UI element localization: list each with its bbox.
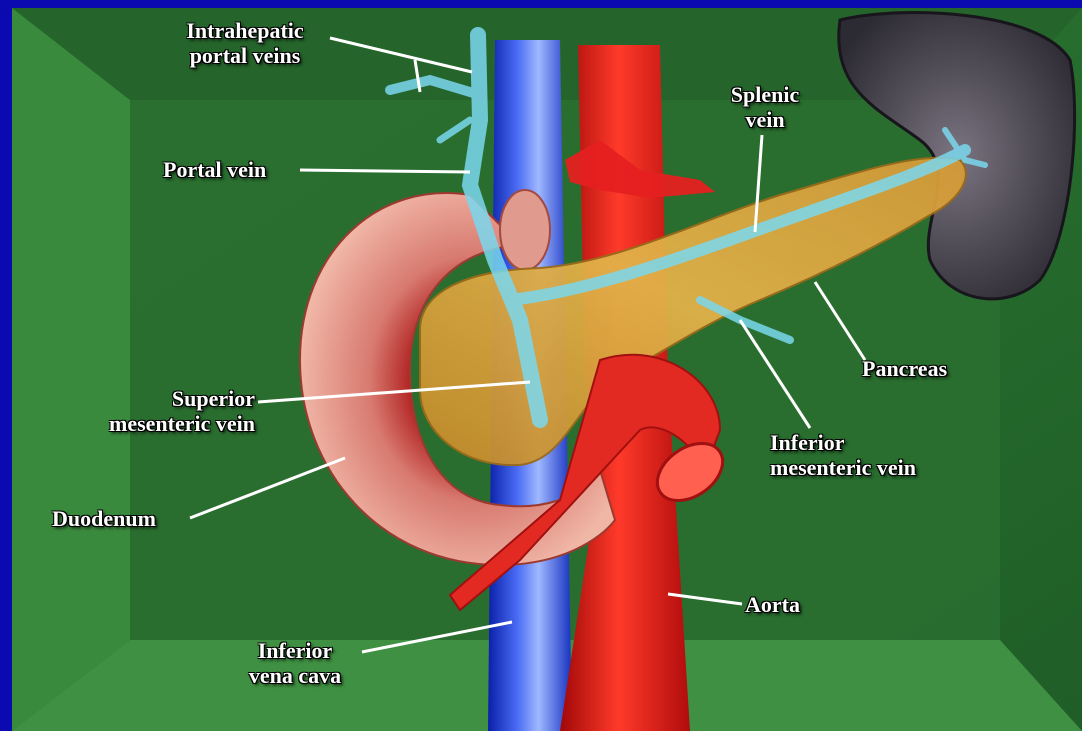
leader-portal-vein xyxy=(300,170,470,172)
box-floor-left xyxy=(12,8,130,731)
duodenum-end xyxy=(500,190,550,270)
label-superior-mesenteric-vein: Superior mesenteric vein xyxy=(50,386,255,436)
label-aorta: Aorta xyxy=(745,592,800,617)
label-portal-vein: Portal vein xyxy=(163,157,266,182)
label-inferior-mesenteric-vein: Inferior mesenteric vein xyxy=(770,430,916,480)
label-inferior-vena-cava: Inferior vena cava xyxy=(230,638,360,688)
label-splenic-vein: Splenic vein xyxy=(710,82,820,132)
label-duodenum: Duodenum xyxy=(52,506,156,531)
label-pancreas: Pancreas xyxy=(862,356,947,381)
label-intrahepatic-portal-veins: Intrahepatic portal veins xyxy=(160,18,330,68)
